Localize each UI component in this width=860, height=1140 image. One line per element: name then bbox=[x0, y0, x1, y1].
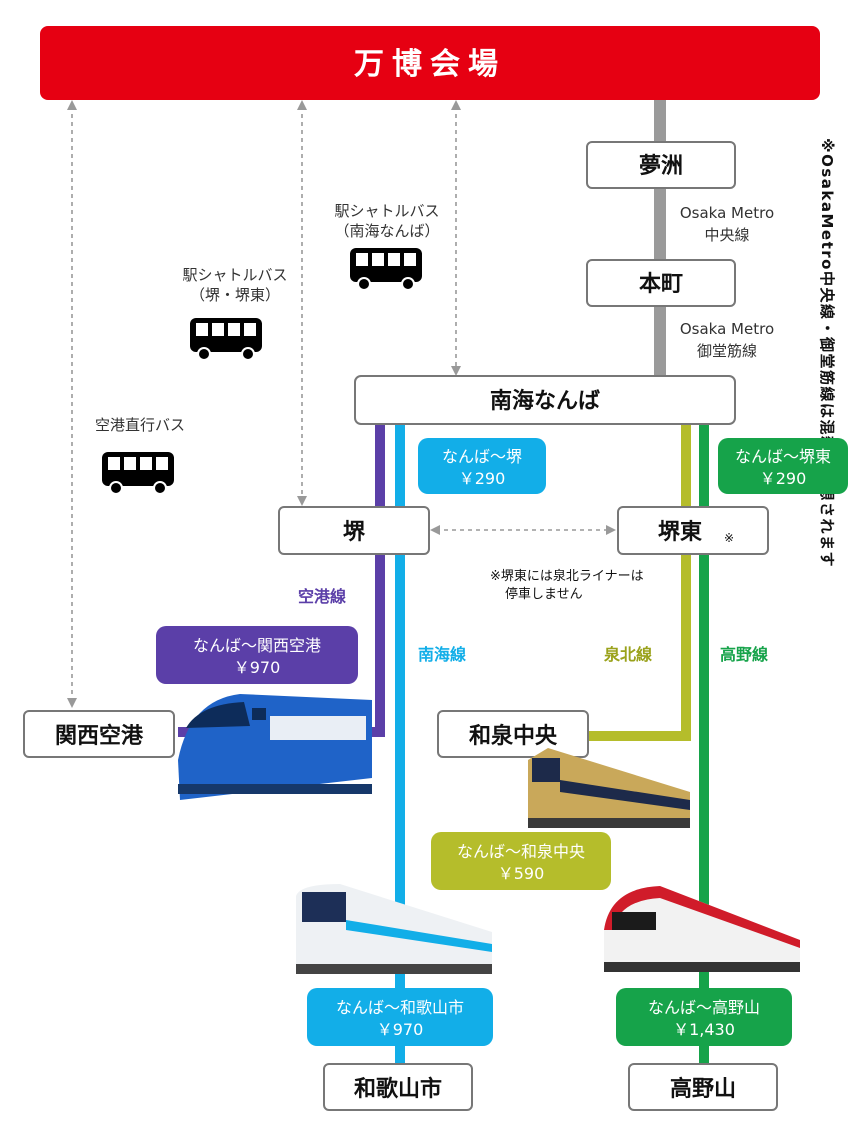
fare-price: ￥1,430 bbox=[673, 1020, 735, 1039]
station-name: 南海なんば bbox=[490, 388, 600, 414]
station-name: 和泉中央 bbox=[469, 723, 558, 749]
metro-line-name: 御堂筋線 bbox=[697, 342, 757, 360]
metro-line-name: Osaka Metro bbox=[680, 204, 774, 222]
fare-route: なんば〜和泉中央 bbox=[457, 842, 585, 861]
fare-price: ￥290 bbox=[459, 469, 506, 488]
station-honmachi: 本町 bbox=[586, 259, 736, 307]
metro-chuo-label: Osaka Metro 中央線 bbox=[672, 200, 782, 246]
station-sakaihigashi: 堺東 ※ bbox=[617, 506, 769, 555]
shuttle-namba-group: 駅シャトルバス （南海なんば） bbox=[334, 202, 440, 291]
metro-midosuji-label: Osaka Metro 御堂筋線 bbox=[672, 316, 782, 362]
train-icon bbox=[178, 694, 372, 800]
station-name: 関西空港 bbox=[55, 723, 144, 749]
bus-label: 駅シャトルバス bbox=[182, 266, 287, 284]
fare-price: ￥590 bbox=[498, 864, 545, 883]
fare-badge-wakayama: なんば〜和歌山市 ￥970 bbox=[307, 988, 493, 1046]
station-name: 和歌山市 bbox=[354, 1076, 442, 1102]
station-note-mark: ※ bbox=[724, 531, 734, 545]
station-name: 堺 bbox=[343, 520, 366, 545]
train-icon bbox=[296, 884, 492, 974]
fare-price: ￥290 bbox=[760, 469, 807, 488]
bus-label: 空港直行バス bbox=[95, 416, 185, 434]
note-line: 停車しません bbox=[505, 586, 583, 602]
metro-line-name: 中央線 bbox=[704, 226, 749, 244]
station-name: 本町 bbox=[639, 272, 683, 297]
fare-badge-koya: なんば〜高野山 ￥1,430 bbox=[616, 988, 792, 1046]
train-icon bbox=[604, 886, 800, 972]
station-sakai: 堺 bbox=[278, 506, 430, 555]
line-name-nankai: 南海線 bbox=[418, 645, 466, 664]
bus-icon bbox=[190, 318, 262, 361]
fare-route: なんば〜堺 bbox=[442, 447, 522, 466]
page-title: 万博会場 bbox=[354, 47, 506, 82]
fare-badge-kanku: なんば〜関西空港 ￥970 bbox=[156, 626, 358, 684]
train-icon bbox=[528, 748, 690, 828]
arrow-head-icon bbox=[297, 496, 307, 506]
fare-price: ￥970 bbox=[234, 658, 281, 677]
station-wakayama: 和歌山市 bbox=[323, 1063, 473, 1111]
station-name: 堺東 bbox=[658, 520, 702, 545]
note-line: ※堺東には泉北ライナーは bbox=[490, 568, 644, 584]
fare-route: なんば〜堺東 bbox=[735, 447, 831, 466]
station-name: 夢洲 bbox=[639, 154, 683, 179]
bus-label: （南海なんば） bbox=[334, 222, 439, 240]
fare-badge-izumichuo: なんば〜和泉中央 ￥590 bbox=[431, 832, 611, 890]
fare-route: なんば〜関西空港 bbox=[193, 636, 321, 655]
fare-route: なんば〜高野山 bbox=[648, 998, 760, 1017]
arrow-head-icon bbox=[67, 100, 77, 110]
bus-label: 駅シャトルバス bbox=[334, 202, 439, 220]
airport-line-track bbox=[178, 424, 385, 737]
fare-badge-sakai: なんば〜堺 ￥290 bbox=[418, 438, 546, 494]
line-name-airport: 空港線 bbox=[298, 587, 346, 606]
airport-bus-group: 空港直行バス bbox=[95, 416, 185, 495]
metro-line-name: Osaka Metro bbox=[680, 320, 774, 338]
station-koya: 高野山 bbox=[628, 1063, 778, 1111]
arrow-head-icon bbox=[67, 698, 77, 708]
fare-badge-sakaihigashi: なんば〜堺東 ￥290 bbox=[718, 438, 848, 494]
station-name: 高野山 bbox=[670, 1076, 736, 1102]
fare-price: ￥970 bbox=[377, 1020, 424, 1039]
arrow-head-icon bbox=[606, 525, 616, 535]
line-name-koya: 高野線 bbox=[720, 645, 768, 664]
bus-icon bbox=[102, 452, 174, 495]
arrow-head-icon bbox=[451, 100, 461, 110]
arrow-head-icon bbox=[451, 366, 461, 376]
bus-icon bbox=[350, 248, 422, 291]
fare-route: なんば〜和歌山市 bbox=[336, 998, 464, 1017]
shuttle-sakai-group: 駅シャトルバス （堺・堺東） bbox=[182, 266, 288, 361]
station-yumeshima: 夢洲 bbox=[586, 141, 736, 189]
arrow-head-icon bbox=[297, 100, 307, 110]
bus-routes bbox=[67, 100, 616, 708]
station-kanku: 関西空港 bbox=[23, 710, 175, 758]
expo-banner: 万博会場 bbox=[40, 26, 820, 100]
line-name-senboku: 泉北線 bbox=[604, 645, 652, 664]
station-namba: 南海なんば bbox=[354, 375, 736, 425]
station-izumichuo: 和泉中央 bbox=[437, 710, 589, 758]
arrow-head-icon bbox=[430, 525, 440, 535]
metro-congestion-note: ※OsakaMetro中央線・御堂筋線は混雑が予想されます bbox=[818, 138, 836, 568]
bus-label: （堺・堺東） bbox=[190, 286, 280, 304]
liner-note: ※堺東には泉北ライナーは 停車しません bbox=[490, 568, 644, 602]
